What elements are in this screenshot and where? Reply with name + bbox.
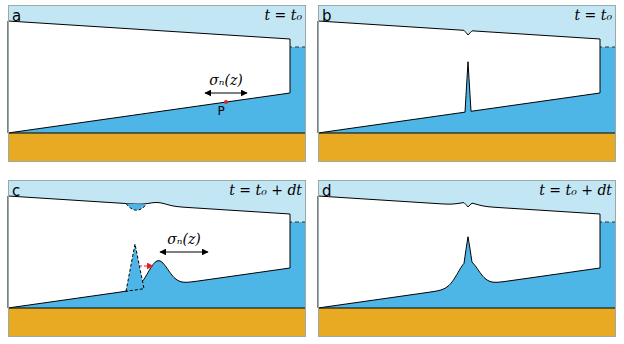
time-label: t = t₀ xyxy=(575,8,613,23)
bedrock xyxy=(318,133,616,162)
panel-frame xyxy=(319,181,616,337)
bedrock xyxy=(8,133,306,162)
air-band xyxy=(318,5,616,162)
ice-shelf xyxy=(8,21,290,133)
air-band xyxy=(8,180,306,337)
panel xyxy=(8,180,306,337)
panel xyxy=(318,5,616,162)
ice-shelf xyxy=(318,196,600,308)
point-label: P xyxy=(217,105,224,118)
ice-shelf xyxy=(318,21,600,133)
panel-letter: b xyxy=(322,8,332,25)
bed-line xyxy=(8,133,306,134)
panel xyxy=(8,5,306,162)
panel-letter: d xyxy=(322,183,332,200)
bed-line xyxy=(318,308,616,309)
time-label: t = t₀ + dt xyxy=(229,183,302,198)
panel-frame xyxy=(9,181,306,337)
point-p xyxy=(224,100,228,104)
panel-frame xyxy=(9,6,306,162)
time-label: t = t₀ xyxy=(265,8,303,23)
ice-shelf xyxy=(8,196,290,308)
bed-line xyxy=(318,133,616,134)
panel xyxy=(318,180,616,337)
advection-arrow xyxy=(139,266,153,267)
time-label: t = t₀ + dt xyxy=(539,183,612,198)
stress-label: σₙ(z) xyxy=(167,232,201,247)
bedrock xyxy=(8,308,306,337)
panel-letter: a xyxy=(12,8,21,25)
stress-label: σₙ(z) xyxy=(209,73,243,88)
stress-arrow xyxy=(160,252,208,253)
old-crevasse xyxy=(126,244,144,291)
bed-line xyxy=(8,308,306,309)
old-surface-dip xyxy=(126,204,146,211)
panel-letter: c xyxy=(12,183,20,200)
bedrock xyxy=(318,308,616,337)
air-band xyxy=(318,180,616,337)
stress-arrow xyxy=(205,93,247,94)
air-band xyxy=(8,5,306,162)
panel-frame xyxy=(319,6,616,162)
